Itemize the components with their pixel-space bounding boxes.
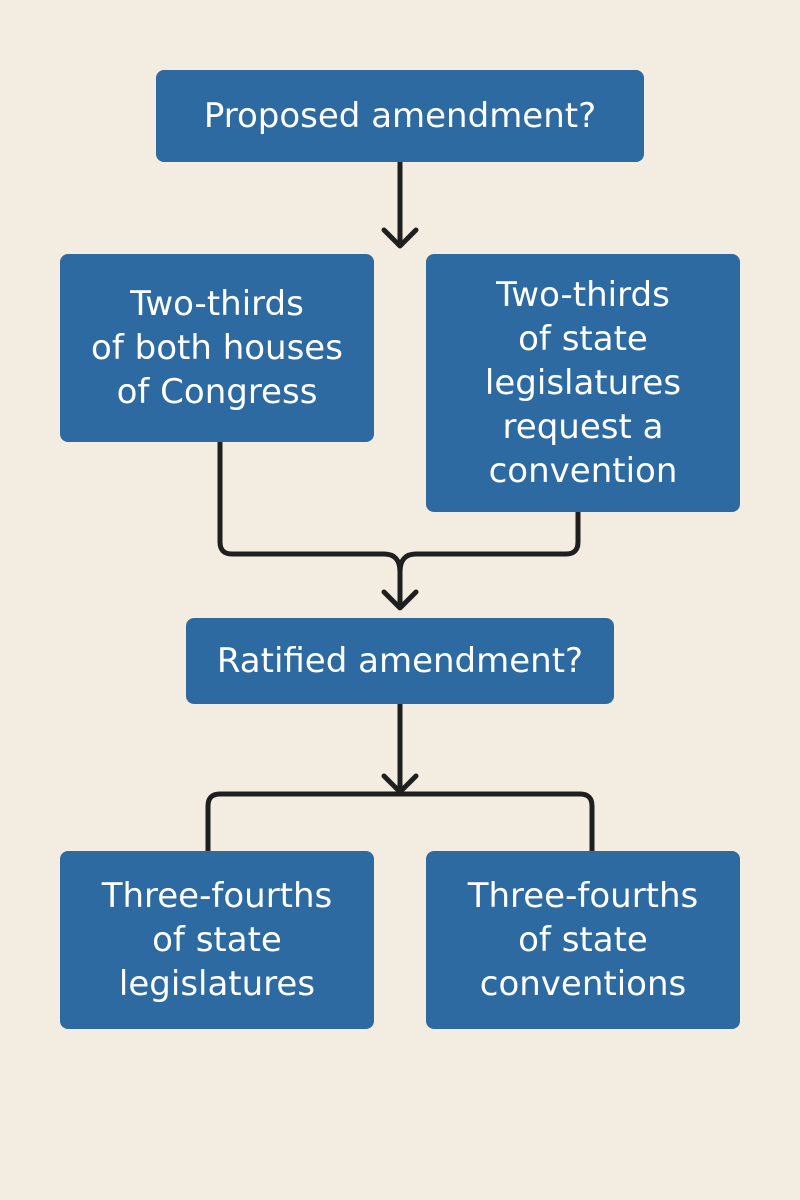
congress-two-thirds-label: Two-thirds of both houses of Congress [91,284,343,412]
arrowhead-options [381,227,419,249]
three-fourths-conventions-box: Three-fourths of state conventions [426,851,740,1029]
three-fourths-legislatures-label: Three-fourths of state legislatures [101,876,333,1004]
branch-ratification-methods [205,791,595,854]
ratified-amendment-box: Ratified amendment? [186,618,614,704]
arrowhead-ratified [381,589,419,611]
edge-options-to-ratified [217,439,581,607]
state-legislatures-convention-label: Two-thirds of state legislatures request… [484,275,682,491]
three-fourths-legislatures-box: Three-fourths of state legislatures [60,851,374,1029]
ratified-amendment-label: Ratified amendment? [216,641,584,681]
state-legislatures-convention-box: Two-thirds of state legislatures request… [426,254,740,512]
congress-two-thirds-box: Two-thirds of both houses of Congress [60,254,374,442]
proposed-amendment-box: Proposed amendment? [156,70,644,162]
three-fourths-conventions-label: Three-fourths of state conventions [467,876,699,1004]
proposed-amendment-label: Proposed amendment? [203,96,597,136]
